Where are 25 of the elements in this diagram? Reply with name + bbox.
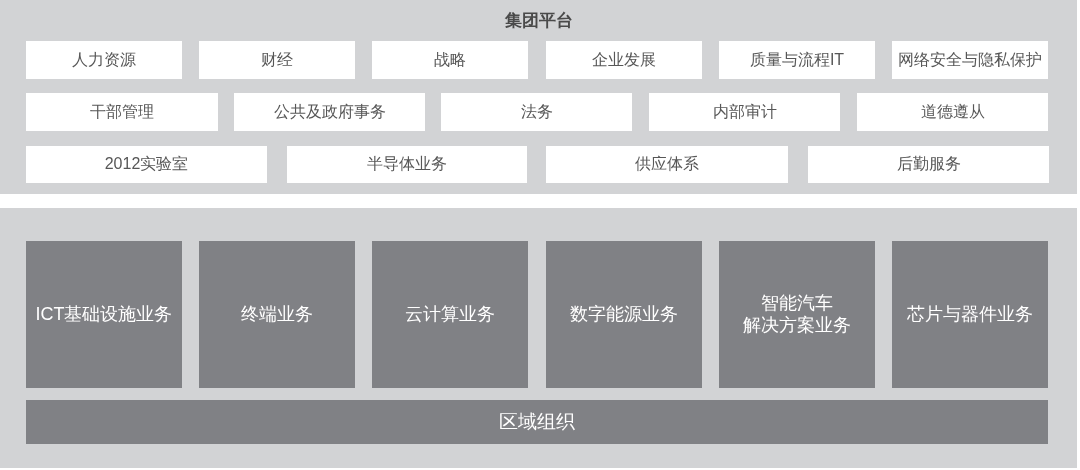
business-box: ICT基础设施业务	[26, 241, 182, 388]
platform-box: 财经	[199, 41, 355, 79]
platform-box: 公共及政府事务	[234, 93, 425, 131]
platform-box: 法务	[441, 93, 632, 131]
panel	[0, 208, 1077, 468]
platform-box: 内部审计	[649, 93, 840, 131]
platform-box: 半导体业务	[287, 146, 527, 183]
platform-box: 2012实验室	[26, 146, 267, 183]
business-box: 芯片与器件业务	[892, 241, 1048, 388]
business-box: 数字能源业务	[546, 241, 702, 388]
panel-title: 集团平台	[504, 10, 573, 32]
platform-box: 供应体系	[546, 146, 788, 183]
business-box: 终端业务	[199, 241, 355, 388]
platform-box: 道德遵从	[857, 93, 1048, 131]
business-box: 云计算业务	[372, 241, 528, 388]
platform-box: 网络安全与隐私保护	[892, 41, 1048, 79]
region-bar: 区域组织	[26, 400, 1048, 444]
panel	[0, 0, 1077, 194]
platform-box: 干部管理	[26, 93, 218, 131]
business-box: 智能汽车解决方案业务	[719, 241, 875, 388]
platform-box: 人力资源	[26, 41, 182, 79]
platform-box: 战略	[372, 41, 528, 79]
platform-box: 后勤服务	[808, 146, 1049, 183]
platform-box: 企业发展	[546, 41, 702, 79]
platform-box: 质量与流程IT	[719, 41, 875, 79]
